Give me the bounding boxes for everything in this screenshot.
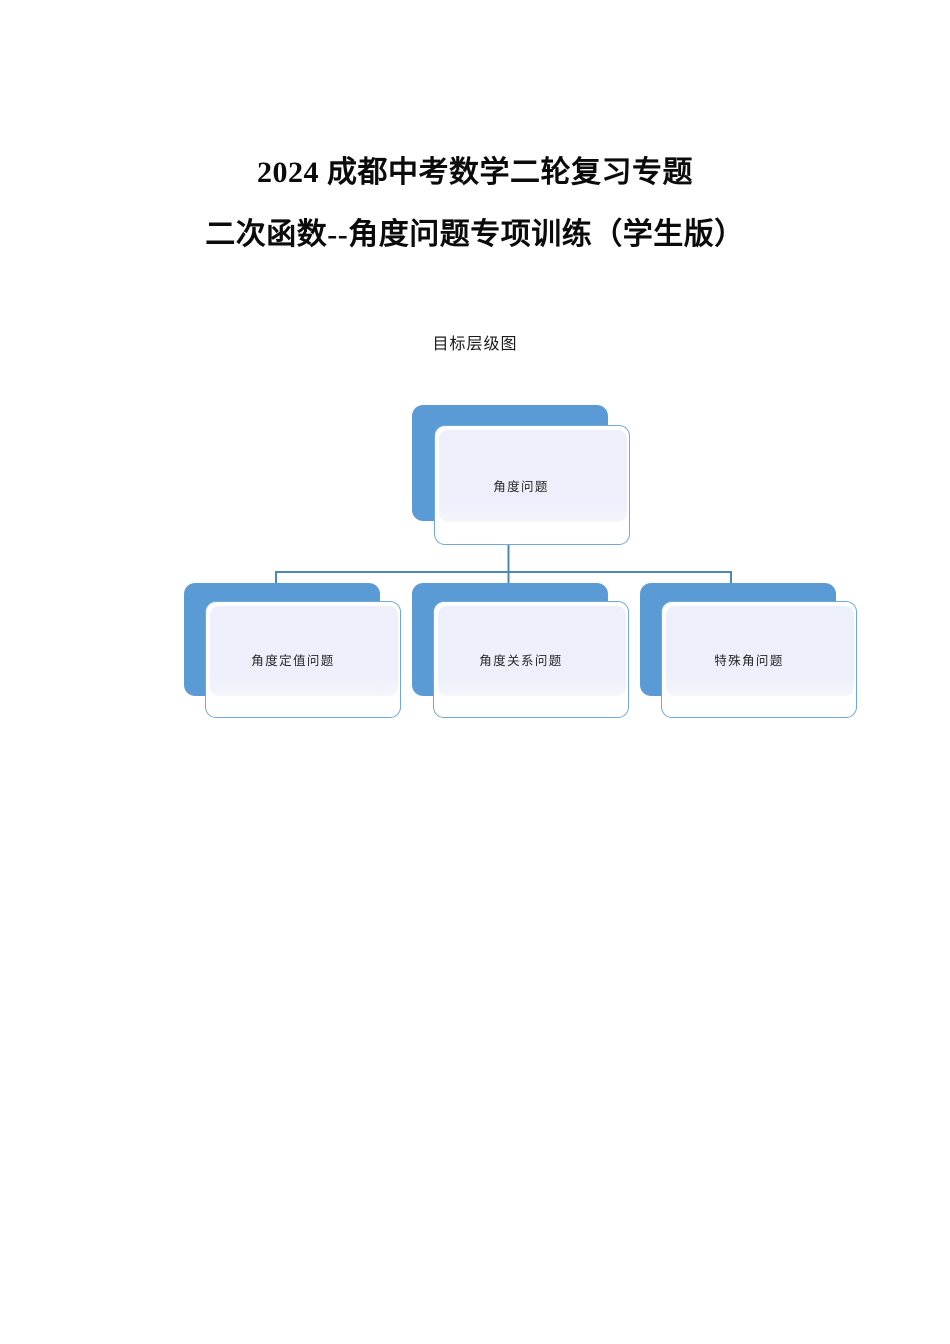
node-child-2-fill bbox=[438, 606, 626, 696]
diagram-caption: 目标层级图 bbox=[432, 336, 518, 353]
node-child-2-card bbox=[433, 601, 629, 718]
title-line-2: 二次函数--角度问题专项训练（学生版） bbox=[205, 218, 745, 251]
node-child-special-angle[interactable] bbox=[640, 583, 858, 718]
node-root-label: 角度问题 bbox=[493, 480, 549, 494]
document-title: 2024 成都中考数学二轮复习专题 二次函数--角度问题专项训练（学生版） bbox=[0, 142, 950, 266]
node-child-1-label: 角度定值问题 bbox=[251, 654, 335, 668]
node-root-fill bbox=[439, 430, 627, 522]
node-root-card bbox=[434, 425, 630, 545]
title-line-1: 2024 成都中考数学二轮复习专题 bbox=[257, 156, 693, 189]
node-child-2-label: 角度关系问题 bbox=[479, 654, 563, 668]
node-child-3-label: 特殊角问题 bbox=[714, 654, 784, 668]
node-child-angle-fixed-value[interactable] bbox=[184, 583, 402, 718]
node-child-1-card bbox=[205, 601, 401, 718]
node-root[interactable] bbox=[412, 405, 630, 545]
node-child-angle-relation[interactable] bbox=[412, 583, 630, 718]
node-child-3-fill bbox=[666, 606, 854, 696]
node-child-3-card bbox=[661, 601, 857, 718]
node-child-1-fill bbox=[210, 606, 398, 696]
